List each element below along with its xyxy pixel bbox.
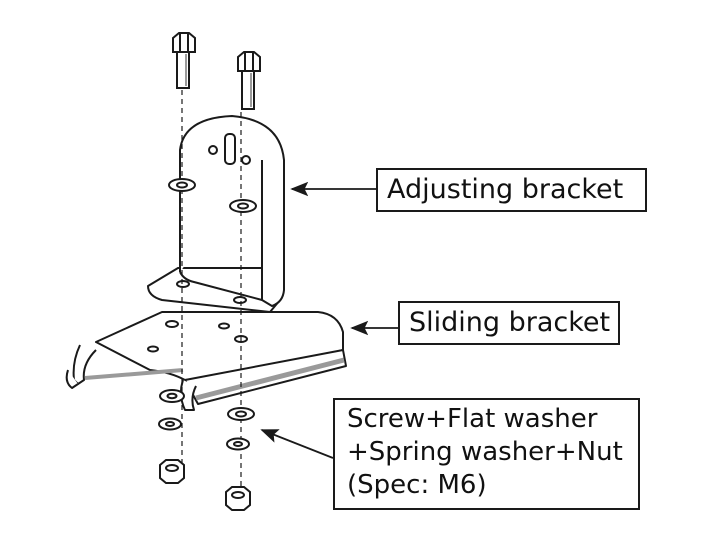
lower-hardware — [158, 389, 255, 511]
hardware-line-3: (Spec: M6) — [347, 470, 487, 500]
hardware-line-2: +Spring washer+Nut — [347, 437, 623, 467]
leader-arrows — [260, 181, 398, 459]
screw-left — [172, 32, 196, 89]
hardware-line-1: Screw+Flat washer — [347, 404, 598, 434]
adjusting-bracket-label: Adjusting bracket — [376, 168, 647, 212]
upper-washers — [168, 178, 257, 213]
sliding-bracket-label: Sliding bracket — [398, 301, 620, 345]
sliding-bracket-text: Sliding bracket — [409, 307, 611, 338]
adjusting-bracket-text: Adjusting bracket — [387, 174, 624, 205]
adjusting-bracket — [147, 115, 285, 313]
fastener-axis-lines — [181, 90, 242, 495]
sliding-bracket — [65, 311, 347, 411]
screw-right — [237, 51, 261, 110]
hardware-spec-label: Screw+Flat washer +Spring washer+Nut (Sp… — [333, 398, 640, 510]
